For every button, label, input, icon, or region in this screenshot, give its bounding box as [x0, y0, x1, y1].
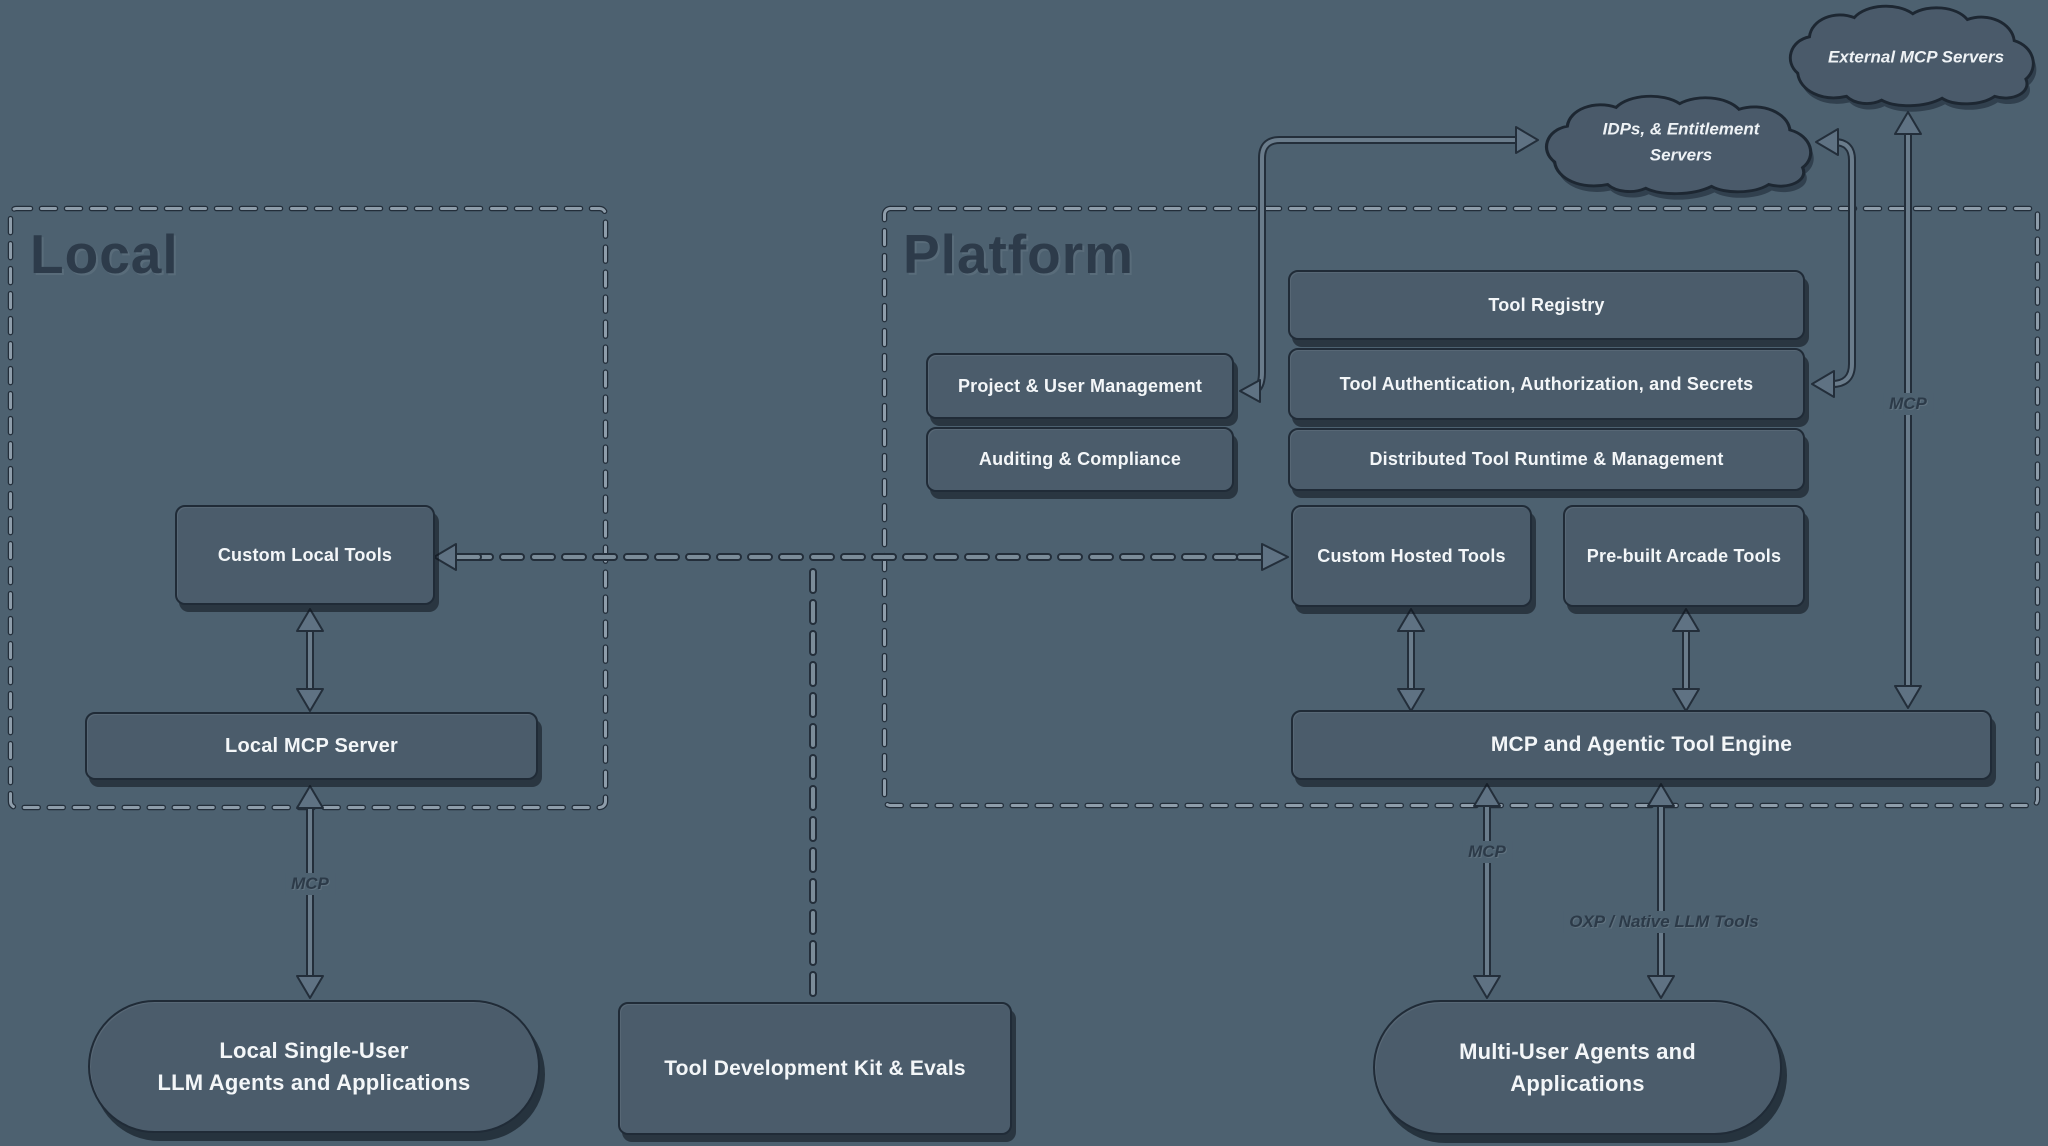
- node-multi-user-agents-line2: Applications: [1510, 1070, 1645, 1096]
- node-tool-registry: Tool Registry: [1288, 270, 1805, 340]
- node-distributed-runtime-label: Distributed Tool Runtime & Management: [1369, 449, 1724, 469]
- connector-custom-local-to-local-mcp: [296, 608, 324, 712]
- node-local-mcp-server-label: Local MCP Server: [225, 734, 398, 757]
- node-local-single-user-agents: Local Single-User LLM Agents and Applica…: [88, 1000, 540, 1133]
- node-mcp-agentic-tool-engine: MCP and Agentic Tool Engine: [1291, 710, 1992, 780]
- external-mcp-servers-cloud: [1788, 4, 2037, 112]
- node-custom-local-tools: Custom Local Tools: [175, 505, 435, 605]
- connector-engine-to-agents-mcp: [1473, 783, 1501, 999]
- connector-engine-to-agents-oxp: [1647, 783, 1675, 999]
- connector-custom-hosted-to-engine: [1397, 608, 1425, 712]
- node-local-agents-line2: LLM Agents and Applications: [157, 1069, 471, 1095]
- node-project-user-management: Project & User Management: [926, 353, 1234, 419]
- node-distributed-runtime: Distributed Tool Runtime & Management: [1288, 428, 1805, 491]
- node-auditing-compliance-label: Auditing & Compliance: [978, 449, 1182, 469]
- node-local-agents-line1: Local Single-User: [219, 1037, 409, 1063]
- node-prebuilt-arcade-tools-label: Pre-built Arcade Tools: [1586, 545, 1782, 566]
- edge-label-oxp-native-llm-tools: OXP / Native LLM Tools: [1563, 911, 1765, 933]
- idps-cloud-label-line1: IDPs, & Entitlement: [1602, 119, 1760, 139]
- node-tool-auth-secrets: Tool Authentication, Authorization, and …: [1288, 348, 1805, 420]
- connector-dashed-tools-link: [433, 543, 1289, 1000]
- connector-idps-to-tool-auth: [1811, 128, 1856, 398]
- edge-label-mcp-external: MCP: [1883, 393, 1933, 415]
- node-custom-hosted-tools: Custom Hosted Tools: [1291, 505, 1532, 607]
- node-project-user-management-label: Project & User Management: [957, 375, 1203, 396]
- node-tool-registry-label: Tool Registry: [1488, 294, 1605, 315]
- node-custom-local-tools-label: Custom Local Tools: [217, 544, 393, 565]
- node-multi-user-agents: Multi-User Agents and Applications: [1373, 1000, 1782, 1135]
- node-tool-dev-kit: Tool Development Kit & Evals: [618, 1002, 1012, 1135]
- idps-cloud-label: IDPs, & Entitlement Servers: [1603, 117, 1760, 168]
- connector-project-mgmt-to-idps: [1239, 126, 1539, 403]
- node-auditing-compliance: Auditing & Compliance: [926, 427, 1234, 492]
- node-custom-hosted-tools-label: Custom Hosted Tools: [1317, 545, 1506, 566]
- connector-prebuilt-to-engine: [1672, 608, 1700, 712]
- node-local-mcp-server: Local MCP Server: [85, 712, 538, 780]
- edge-label-mcp-local: MCP: [285, 873, 335, 895]
- platform-container-title: Platform: [903, 223, 1135, 285]
- idps-entitlement-cloud: [1544, 94, 1814, 200]
- external-mcp-cloud-label: External MCP Servers: [1827, 47, 2005, 67]
- platform-container-border: [881, 205, 2041, 809]
- node-multi-user-agents-line1: Multi-User Agents and: [1459, 1038, 1696, 1064]
- node-prebuilt-arcade-tools: Pre-built Arcade Tools: [1563, 505, 1805, 607]
- idps-cloud-label-line2: Servers: [1649, 145, 1713, 164]
- edge-label-mcp-engine: MCP: [1462, 841, 1512, 863]
- node-tool-dev-kit-label: Tool Development Kit & Evals: [664, 1056, 966, 1080]
- node-tool-engine-label: MCP and Agentic Tool Engine: [1490, 733, 1793, 756]
- node-tool-auth-secrets-label: Tool Authentication, Authorization, and …: [1339, 373, 1754, 394]
- local-container-title: Local: [30, 223, 179, 285]
